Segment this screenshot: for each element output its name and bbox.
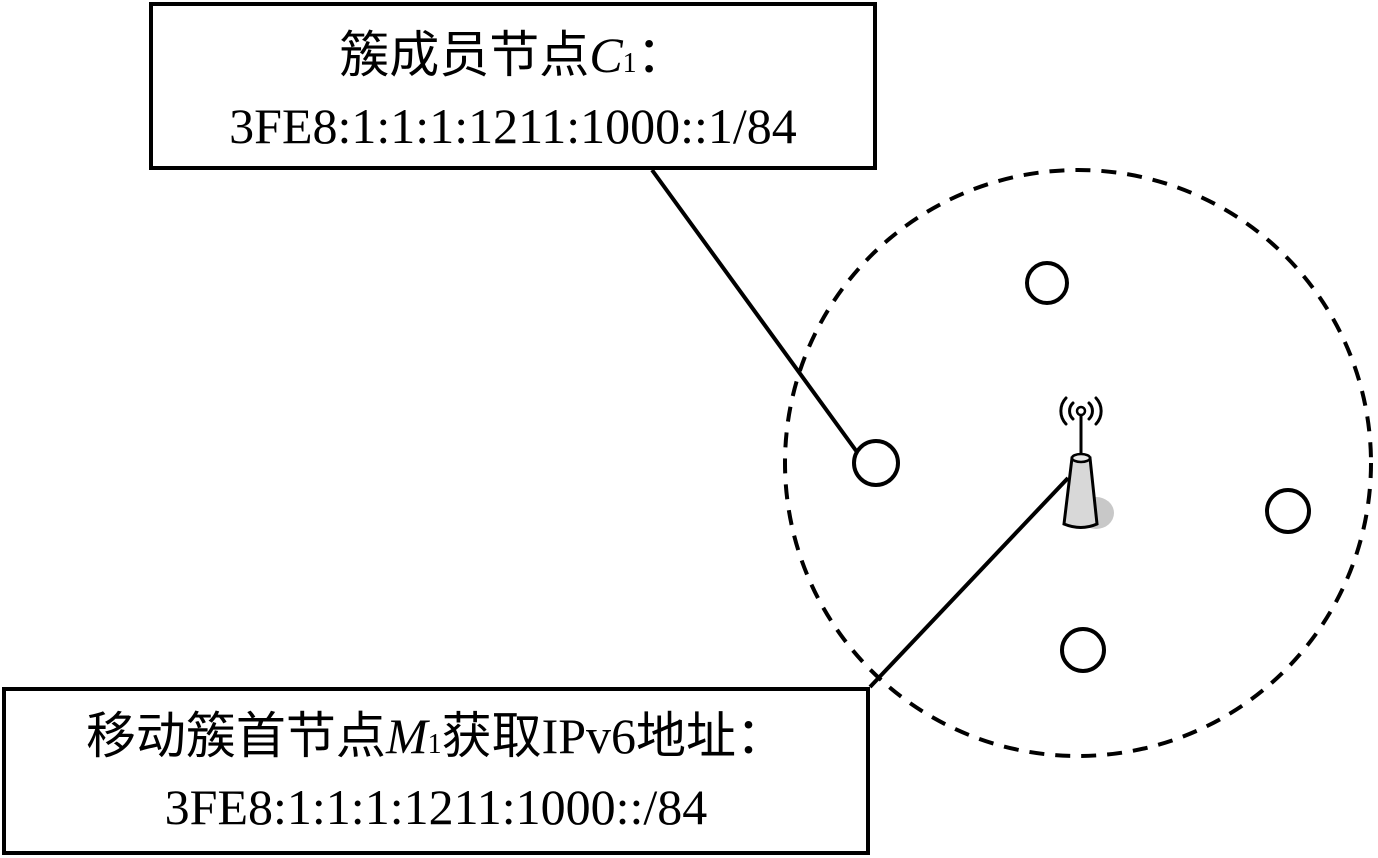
cluster-member-label: 簇成员节点C1： 3FE8:1:1:1:1211:1000::1/84 <box>149 2 877 170</box>
cluster-head-title: 移动簇首节点M1获取IPv6地址： <box>85 708 787 764</box>
antenna-tower-icon <box>1062 405 1114 529</box>
node-circle-icon <box>1060 627 1106 673</box>
node-circle-icon <box>1265 488 1311 534</box>
cluster-member-title: 簇成员节点C1： <box>339 27 687 83</box>
signal-waves-icon <box>1059 396 1103 426</box>
cluster-member-address: 3FE8:1:1:1:1211:1000::1/84 <box>229 98 797 154</box>
node-circle-icon <box>1025 261 1069 305</box>
cluster-boundary <box>783 168 1373 758</box>
node-circle-icon <box>852 439 900 487</box>
head-leader-line <box>868 476 1070 689</box>
member-leader-line <box>650 168 859 454</box>
cluster-head-label: 移动簇首节点M1获取IPv6地址： 3FE8:1:1:1:1211:1000::… <box>2 687 870 855</box>
cluster-head-address: 3FE8:1:1:1:1211:1000::/84 <box>164 779 708 835</box>
